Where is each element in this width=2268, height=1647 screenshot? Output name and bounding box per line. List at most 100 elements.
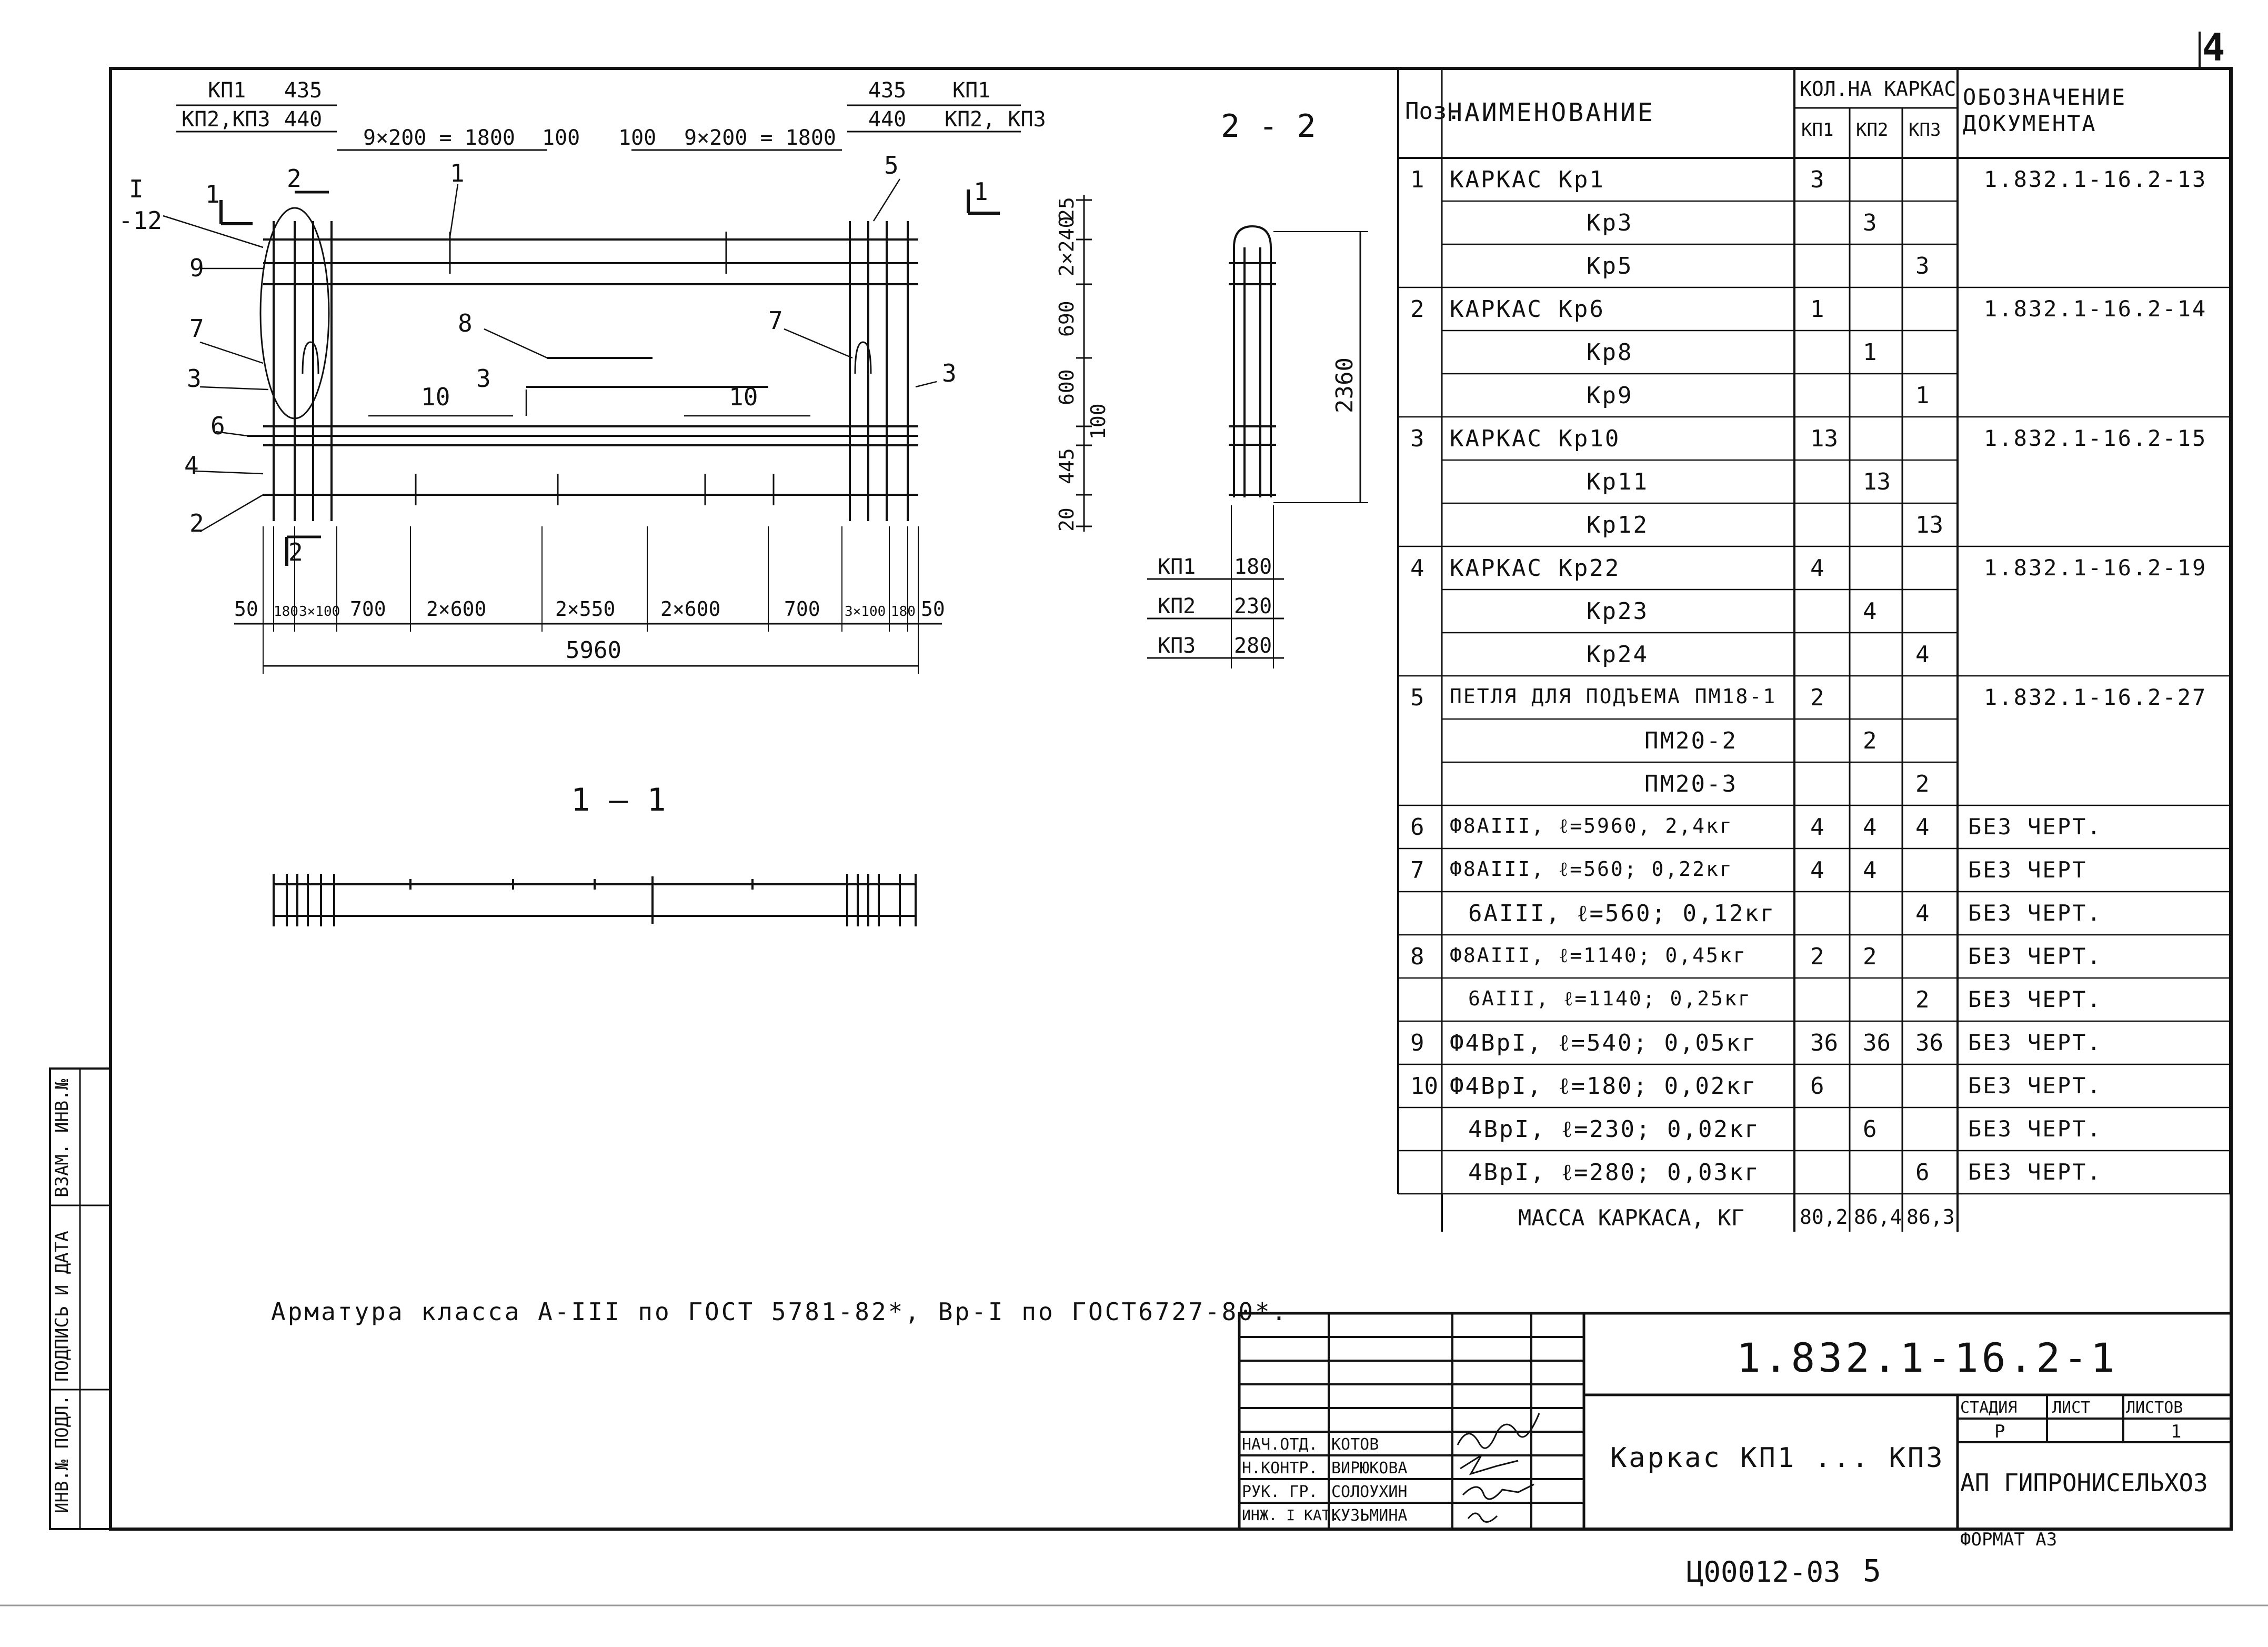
spec-header-doc: ОБОЗНАЧЕНИЕ ДОКУМЕНТА	[1963, 84, 2127, 137]
spec-row-doc: БЕЗ ЧЕРТ.	[1968, 986, 2102, 1012]
spec-row-qty-kp3: 2	[1915, 986, 1930, 1013]
spec-row-qty-kp3: 6	[1915, 1159, 1930, 1186]
dim-bottom-700-left: 700	[350, 597, 386, 621]
spec-row-qty-kp2: 36	[1863, 1030, 1891, 1056]
spec-row-qty-kp3: 4	[1915, 900, 1930, 927]
dim-440-left: 440	[284, 107, 322, 132]
dim-bottom-700-right: 700	[784, 597, 820, 621]
dim-100-b: 100	[618, 126, 656, 150]
section-2-2-kp1-width: 180	[1234, 555, 1272, 579]
section-2-2-view	[1147, 225, 1368, 668]
spec-row-name: Кр12	[1587, 512, 1649, 538]
section-2-2-kp1: КП1	[1158, 555, 1196, 579]
pos-label-10-right: 10	[729, 383, 758, 411]
spec-row-name: Кр23	[1587, 598, 1649, 625]
spec-row-doc: 1.832.1-16.2-15	[1984, 425, 2207, 451]
section-2-2-height: 2360	[1331, 357, 1358, 413]
spec-row-qty-kp2: 2	[1863, 727, 1877, 754]
spec-row-doc: БЕЗ ЧЕРТ.	[1968, 1159, 2102, 1185]
dim-435-right: 435	[868, 78, 906, 103]
spec-row-name: ПМ20-3	[1644, 771, 1738, 797]
spec-row-qty-kp1: 4	[1810, 555, 1824, 582]
pos-label-7-right: 7	[768, 306, 783, 335]
dim-kp1-right: КП1	[952, 78, 990, 103]
title-stage-value: Р	[1994, 1421, 2005, 1442]
spec-row-pos: 3	[1410, 425, 1424, 452]
pos-label-6: 6	[210, 412, 225, 440]
spec-row-name: Кр3	[1587, 209, 1633, 236]
spec-row-qty-kp3: 13	[1915, 512, 1943, 538]
spec-row-qty-kp3: 4	[1915, 641, 1930, 668]
spec-row-name: 6АIII, ℓ=560; 0,12кг	[1468, 900, 1776, 927]
spec-row-doc: БЕЗ ЧЕРТ.	[1968, 1073, 2102, 1099]
section-1-1-title: 1 – 1	[571, 782, 666, 818]
title-sheets-header: ЛИСТОВ	[2126, 1399, 2183, 1417]
dim-435-left: 435	[284, 78, 322, 103]
section-2-2-kp2-width: 230	[1234, 594, 1272, 618]
pos-label-10-left: 10	[421, 383, 450, 411]
main-elevation: КП1 435 КП2,КП3 440 9×200 = 1800 100 100…	[118, 78, 1368, 926]
spec-row-name: Ф8АIII, ℓ=1140; 0,45кг	[1450, 944, 1747, 967]
spec-row-name: ПМ20-2	[1644, 727, 1738, 754]
spec-row-doc: 1.832.1-16.2-19	[1984, 555, 2207, 581]
dim-bottom-50-left: 50	[234, 597, 258, 621]
spec-row-name: КАРКАС Кр22	[1450, 555, 1621, 582]
dim-right-690: 690	[1055, 301, 1078, 337]
dim-bottom-2x600-left: 2×600	[426, 597, 486, 621]
person-role-0: НАЧ.ОТД.	[1242, 1435, 1318, 1454]
pos-label-9: 9	[189, 254, 204, 282]
spec-row-name: Ф4ВрI, ℓ=180; 0,02кг	[1450, 1073, 1758, 1100]
spec-total-label: МАССА КАРКАСА, КГ	[1518, 1205, 1744, 1231]
dim-bottom-50-right: 50	[921, 597, 945, 621]
spec-row-qty-kp2: 1	[1863, 339, 1877, 366]
dim-bottom-180-right: 180	[891, 604, 916, 620]
spec-row-doc: БЕЗ ЧЕРТ.	[1968, 900, 2102, 926]
dim-bottom-180-left: 180	[274, 604, 298, 620]
title-sheet-header: ЛИСТ	[2052, 1399, 2091, 1417]
specification-table: Поз. НАИМЕНОВАНИЕ КОЛ.НА КАРКАС КП1 КП2 …	[1397, 68, 2231, 1232]
dim-kp23-right: КП2, КП3	[945, 107, 1046, 132]
spec-row-qty-kp2: 6	[1863, 1116, 1877, 1143]
spec-row-name: Ф8АIII, ℓ=560; 0,22кг	[1450, 857, 1733, 881]
spec-row-qty-kp3: 36	[1915, 1030, 1943, 1056]
section-mark-2-bottom: 2	[288, 538, 303, 566]
title-designation: 1.832.1-16.2-1	[1737, 1334, 2118, 1381]
spec-row-qty-kp2: 4	[1863, 598, 1877, 625]
section-mark-1-right: 1	[974, 177, 988, 206]
spec-row-pos: 7	[1410, 857, 1424, 884]
spec-row-pos: 4	[1410, 555, 1424, 582]
spec-row-qty-kp2: 2	[1863, 943, 1877, 970]
section-2-2-kp3-width: 280	[1234, 634, 1272, 658]
section-1-1-view	[273, 874, 917, 926]
person-name-3: КУЗЬМИНА	[1331, 1506, 1408, 1525]
dim-right-20: 20	[1055, 507, 1078, 532]
spec-row-pos: 1	[1410, 166, 1424, 193]
spec-row-pos: 9	[1410, 1030, 1424, 1056]
section-mark-1-left: 1	[205, 180, 220, 208]
signature-marks	[1457, 1413, 1540, 1523]
spec-row-qty-kp2: 4	[1863, 857, 1877, 884]
spec-row-doc: 1.832.1-16.2-13	[1984, 166, 2207, 192]
spec-row-pos: 2	[1410, 296, 1424, 323]
spec-row-doc: БЕЗ ЧЕРТ.	[1968, 814, 2102, 840]
spec-row-name: 6АIII, ℓ=1140; 0,25кг	[1468, 987, 1752, 1010]
section-2-2-kp2: КП2	[1158, 594, 1196, 618]
spec-row-name: Кр11	[1587, 468, 1649, 495]
spec-row-qty-kp1: 2	[1810, 684, 1824, 711]
title-org: АП ГИПРОНИСЕЛЬХОЗ	[1960, 1469, 2208, 1497]
pos-label-2: 2	[189, 509, 204, 537]
dim-bottom-3x100-left: 3×100	[299, 604, 340, 620]
spec-row-pos: 8	[1410, 943, 1424, 970]
spec-row-qty-kp1: 3	[1810, 166, 1824, 193]
pos-label-3-left: 3	[187, 364, 202, 393]
dim-kp23-left: КП2,КП3	[182, 107, 270, 132]
pos-label-1: 1	[450, 159, 465, 187]
spec-row-name: Кр24	[1587, 641, 1649, 668]
spec-header-kp1: КП1	[1801, 119, 1834, 141]
spec-row-qty-kp3: 2	[1915, 771, 1930, 797]
spec-row-name: Кр8	[1587, 339, 1633, 366]
dim-100-a: 100	[542, 126, 580, 150]
spec-row-name: Ф4ВрI, ℓ=540; 0,05кг	[1450, 1030, 1758, 1056]
